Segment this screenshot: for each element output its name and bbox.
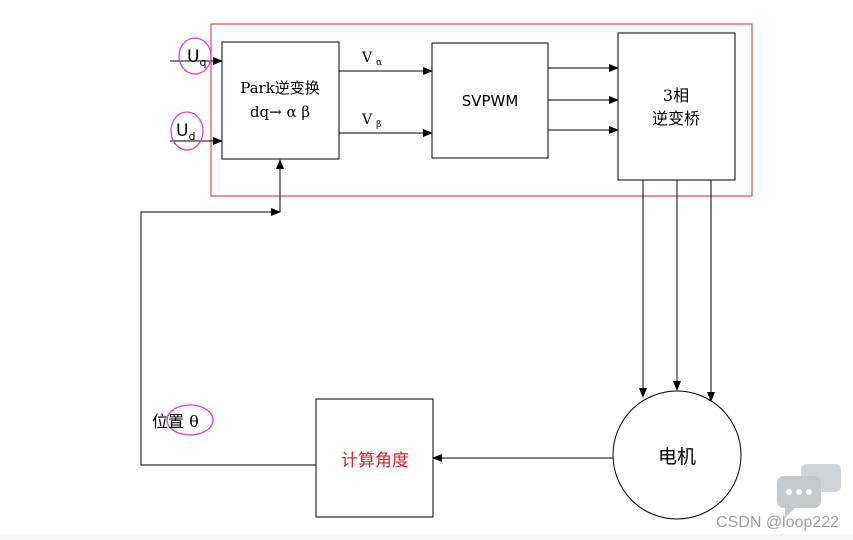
angle-block <box>315 398 434 518</box>
chat-bubble-icon <box>777 464 841 518</box>
watermark-text: CSDN @loop222 <box>716 514 839 531</box>
park-block <box>221 41 340 160</box>
bridge-line1: 3相 <box>663 86 689 105</box>
theta-feedback-path <box>140 208 316 466</box>
motor-circle <box>612 390 742 520</box>
bridge-line2: 逆变桥 <box>652 109 700 128</box>
bridge-block <box>617 32 736 181</box>
park-block-line2: dq→ α β <box>250 103 310 121</box>
ud-label: Ud <box>176 121 195 143</box>
uq-highlight <box>178 37 212 75</box>
svpwm-block <box>431 42 549 159</box>
theta-label: 位置 θ <box>152 412 199 431</box>
park-block-line1: Park逆变换 <box>240 79 320 97</box>
theta-highlight <box>166 404 214 436</box>
ud-highlight <box>170 111 204 151</box>
angle-label: 计算角度 <box>341 451 409 471</box>
motor-label: 电机 <box>658 446 696 468</box>
bottom-bar <box>0 534 853 540</box>
svpwm-label: SVPWM <box>462 92 519 110</box>
forward-path-frame <box>210 23 753 197</box>
uq-label: Uq <box>187 47 206 69</box>
